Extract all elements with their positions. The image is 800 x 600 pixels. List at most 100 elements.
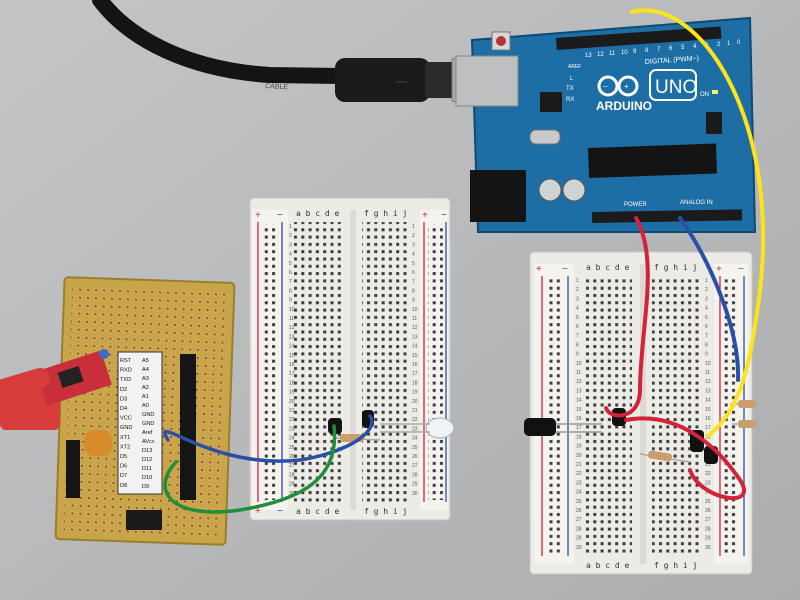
rail-minus: − (738, 264, 744, 275)
blue-wire (163, 414, 374, 463)
row-number: 2 (576, 287, 579, 293)
column-letters: f g h i j (654, 561, 697, 570)
row-number: 21 (705, 462, 711, 468)
row-number: 19 (412, 390, 418, 396)
pin-label: RXD (120, 368, 132, 374)
row-number: 22 (576, 471, 582, 477)
green-wire (163, 424, 337, 514)
female-header (180, 354, 196, 500)
row-number: 12 (289, 325, 295, 331)
aref-label: AREF (568, 64, 581, 70)
row-number: 1 (576, 278, 579, 284)
breadboard-left: + − + − a b c d e f g h i j a b c d e f … (249, 197, 451, 521)
model-label: UNO (655, 77, 697, 98)
row-number: 10 (576, 361, 582, 367)
row-number: 11 (412, 316, 417, 322)
column-letters: f g h i j (364, 507, 407, 516)
row-number: 4 (705, 306, 708, 312)
female-header (66, 440, 80, 498)
row-number: 18 (289, 380, 295, 386)
arduino-uno-board: DIGITAL (PWM~) 13 12 11 10 9 8 7 6 5 4 3… (455, 16, 757, 233)
row-number: 11 (576, 370, 581, 376)
row-number: 29 (412, 482, 418, 488)
row-number: 26 (705, 508, 711, 514)
pin-label: D12 (142, 457, 152, 463)
row-number: 21 (412, 408, 418, 414)
row-number: 12 (705, 379, 711, 385)
row-number: 29 (289, 482, 295, 488)
pin-label: AVcc (142, 439, 155, 445)
row-number: 7 (289, 279, 292, 285)
tx-label: TX (566, 86, 574, 92)
red-wire (604, 216, 650, 418)
pin-label: D11 (142, 466, 152, 472)
row-number: 16 (576, 416, 582, 422)
svg-text:+: + (624, 82, 629, 91)
usb-jack (455, 55, 519, 107)
row-number: 17 (576, 425, 582, 431)
on-led (712, 90, 718, 94)
male-pin-header (126, 510, 162, 530)
pin-label: Aref (142, 430, 153, 436)
rail-minus: − (277, 506, 283, 517)
row-number: 27 (576, 517, 582, 523)
row-number: 26 (289, 454, 295, 460)
pin-number: 8 (645, 48, 649, 54)
row-number: 7 (705, 333, 708, 339)
pin-label: D13 (142, 448, 152, 454)
row-number: 23 (576, 480, 582, 486)
row-number: 26 (576, 508, 582, 514)
row-number: 17 (412, 371, 418, 377)
cable-label: CABLE (265, 83, 289, 91)
pin-label: GND (120, 425, 132, 431)
row-number: 9 (576, 352, 579, 358)
row-number: 16 (289, 362, 295, 368)
row-number: 2 (705, 287, 708, 293)
row-number: 25 (576, 499, 582, 505)
row-number: 28 (289, 472, 295, 478)
ceramic-capacitor (84, 430, 112, 456)
row-number: 24 (576, 490, 582, 496)
pin-label: A1 (142, 394, 149, 400)
row-number: 5 (412, 261, 415, 267)
row-number: 12 (412, 325, 418, 331)
pin-number: 9 (633, 49, 637, 55)
row-number: 23 (705, 480, 711, 486)
atmega-chip (588, 143, 717, 178)
pin-number: 12 (597, 52, 604, 58)
row-number: 26 (412, 454, 418, 460)
rail-plus: + (255, 506, 261, 517)
row-number: 21 (289, 408, 295, 414)
rail-minus: − (562, 264, 568, 275)
row-number: 10 (705, 361, 711, 367)
row-number: 22 (289, 417, 295, 423)
pin-label: D3 (120, 396, 127, 402)
row-number: 10 (412, 307, 418, 313)
arduino-brand: ARDUINO (596, 99, 652, 113)
row-number: 29 (705, 536, 711, 542)
breadboard-right: + − + − a b c d e f g h i j a b c d e f … (529, 251, 753, 575)
column-letters: f g h i j (364, 209, 407, 218)
pin-label: TXD (120, 377, 131, 383)
row-number: 18 (412, 380, 418, 386)
pin-label: VCC (120, 416, 132, 422)
pin-label: A4 (142, 367, 149, 373)
row-number: 14 (289, 344, 295, 350)
pin-label: D6 (120, 464, 127, 470)
column-letters: a b c d e (296, 507, 340, 516)
usb-symbol-icon: ⎓ (396, 73, 407, 89)
row-number: 28 (705, 526, 711, 532)
row-number: 9 (412, 298, 415, 304)
row-number: 6 (576, 324, 579, 330)
row-number: 5 (705, 315, 708, 321)
row-number: 27 (705, 517, 711, 523)
row-number: 19 (576, 444, 582, 450)
pin-label: RST (120, 358, 132, 364)
row-number: 15 (289, 353, 295, 359)
row-number: 27 (412, 463, 418, 469)
yellow-wire (630, 8, 766, 438)
row-number: 30 (412, 491, 418, 497)
row-number: 8 (289, 288, 292, 294)
pin-label: XT2 (120, 444, 130, 450)
